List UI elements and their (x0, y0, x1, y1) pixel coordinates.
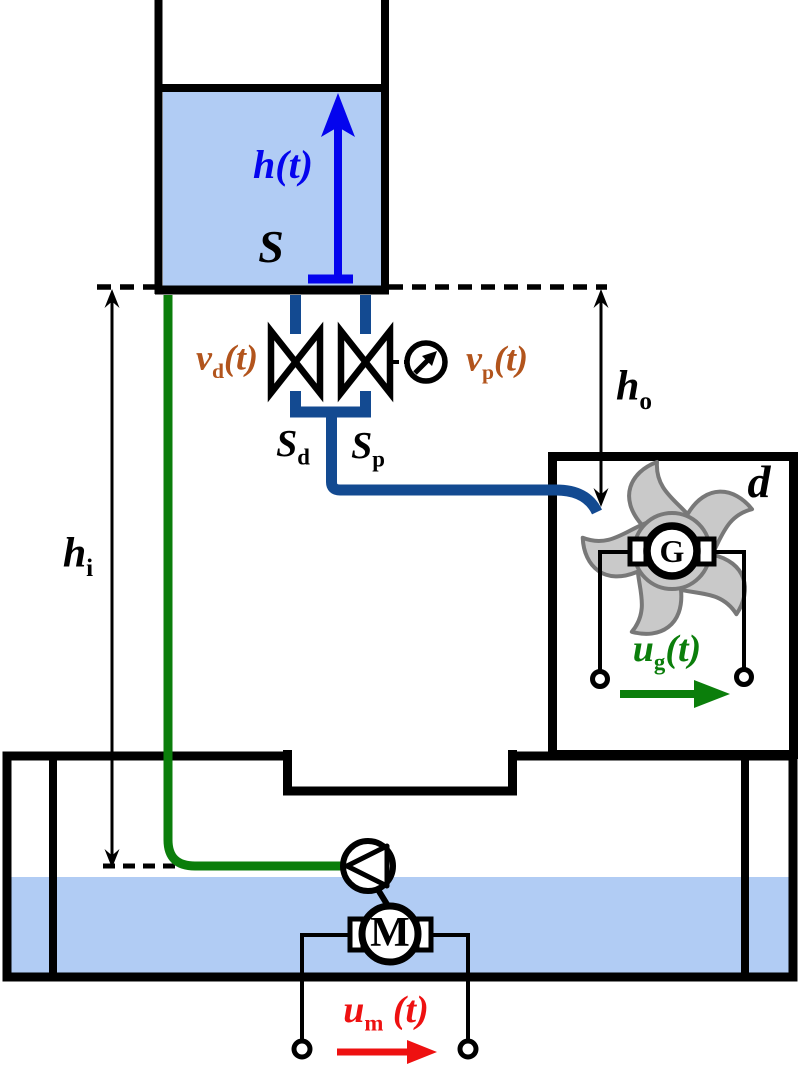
reservoir-notch (283, 750, 517, 796)
generator-icon (627, 522, 717, 580)
label-um-t: um (t) (343, 988, 429, 1036)
hi-dimension-arrow (104, 289, 120, 868)
generator-wires (598, 550, 746, 671)
motor-terminals (291, 1038, 479, 1060)
motor-letter: M (370, 910, 410, 956)
generator-letter: G (659, 533, 685, 569)
motor-wires (300, 933, 470, 1040)
ho-dimension-arrow (593, 289, 609, 507)
motor-icon (347, 902, 434, 966)
label-Sp: Sp (351, 424, 385, 472)
label-hi: hi (62, 530, 94, 583)
drain-valve-icon (267, 321, 324, 403)
reservoir (2, 750, 798, 982)
pump-icon (340, 838, 396, 908)
label-vd-t: vd(t) (196, 337, 258, 383)
water-level-arrow-icon (308, 93, 355, 284)
label-ho: ho (616, 363, 652, 416)
label-h-t: h(t) (252, 142, 314, 187)
label-S: S (258, 221, 284, 272)
ug-arrow-icon (620, 680, 730, 708)
um-arrow-icon (337, 1040, 437, 1064)
label-d: d (747, 456, 771, 507)
generator-terminals (590, 667, 754, 689)
pressure-gauge-icon (392, 340, 448, 384)
label-Sd: Sd (276, 422, 310, 470)
label-ug-t: ug(t) (632, 627, 702, 675)
inlet-pipe-green (163, 295, 343, 871)
outlet-pipe-blue (290, 295, 602, 515)
label-vp-t: vp(t) (466, 338, 528, 384)
pump-valve-icon (337, 321, 394, 403)
